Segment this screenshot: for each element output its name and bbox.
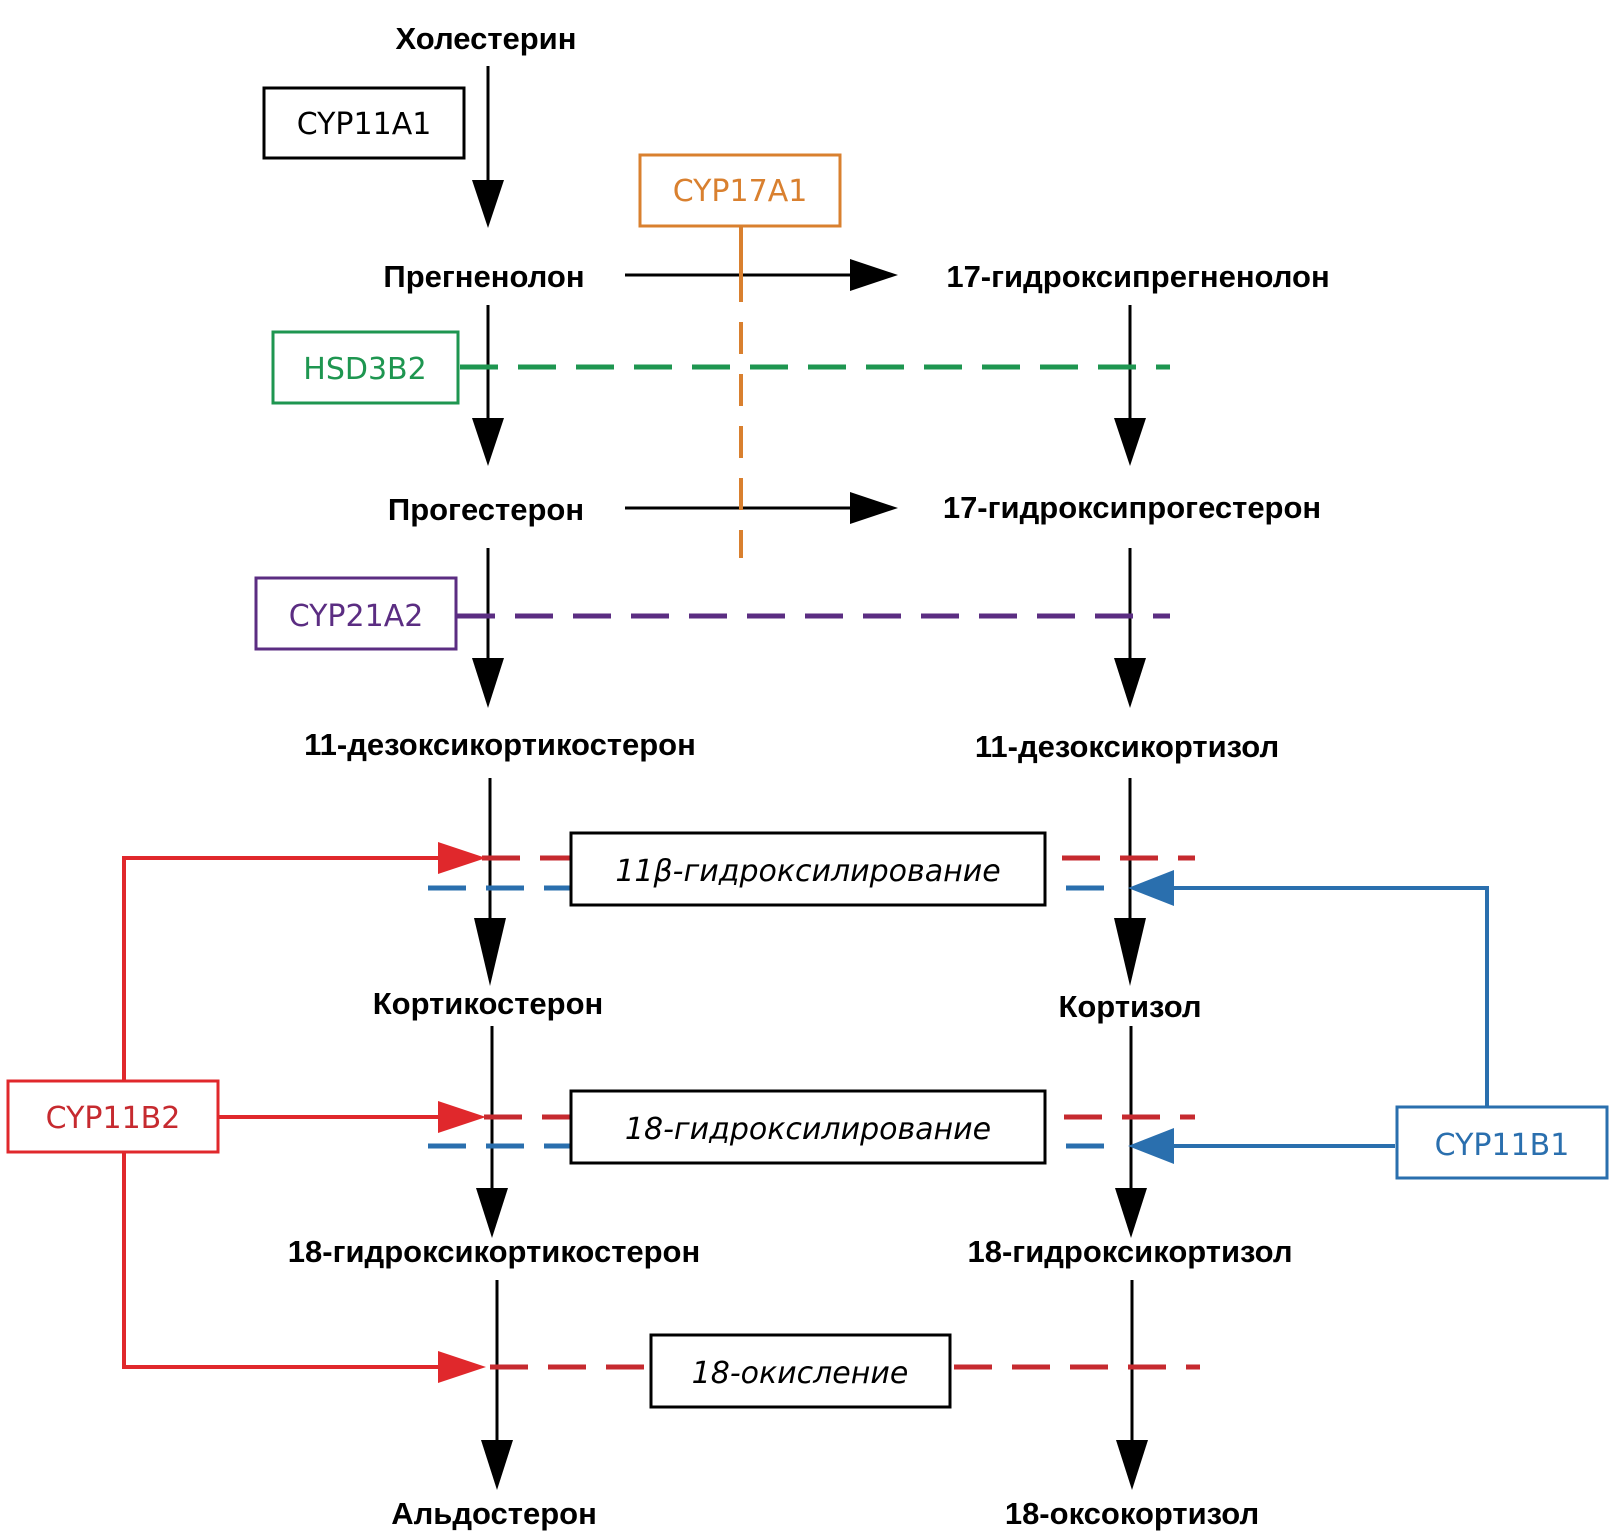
compound-cortisol: Кортизол [1058, 989, 1201, 1024]
process-18-hydroxylation: 18-гидроксилирование [569, 1089, 1047, 1165]
enzyme-cyp11a1: CYP11A1 [262, 86, 466, 160]
arrowhead-icon [850, 259, 898, 291]
arrowhead-icon [472, 180, 504, 228]
svg-text:CYP11B2: CYP11B2 [46, 1101, 181, 1136]
compound-labels: Холестерин Прегненолон 17-гидроксипрегне… [288, 21, 1330, 1531]
process-11b-hydroxylation: 11β-гидроксилирование [569, 831, 1047, 907]
enzyme-cyp11b1: CYP11B1 [1395, 1105, 1609, 1180]
enzyme-cyp11b2: CYP11B2 [6, 1079, 220, 1154]
process-18-oxidation: 18-окисление [649, 1333, 952, 1409]
compound-18-oxocortisol: 18-оксокортизол [1005, 1496, 1259, 1531]
arrowhead-icon [474, 918, 506, 986]
arrowhead-icon [438, 842, 486, 874]
enzyme-hsd3b2: HSD3B2 [271, 330, 460, 405]
cyp11b2-connectors [122, 856, 440, 1369]
compound-aldosterone: Альдостерон [391, 1496, 597, 1531]
compound-11-deoxycortisol: 11-дезоксикортизол [975, 729, 1279, 764]
arrowhead-icon [1116, 1440, 1148, 1490]
arrowhead-icon [472, 658, 504, 708]
arrowhead-icon [850, 492, 898, 524]
arrowhead-icon [476, 1188, 508, 1238]
svg-text:CYP11B1: CYP11B1 [1435, 1128, 1570, 1163]
compound-cholesterol: Холестерин [396, 21, 577, 56]
svg-text:CYP21A2: CYP21A2 [289, 599, 424, 634]
arrowhead-icon [1114, 918, 1146, 986]
arrowhead-icon [438, 1351, 486, 1383]
cyp11b1-arrowheads [1128, 870, 1174, 1164]
arrowhead-icon [1128, 870, 1174, 906]
arrowhead-icon [438, 1101, 486, 1133]
compound-18-hydroxycortisol: 18-гидроксикортизол [967, 1234, 1292, 1269]
arrowhead-icon [1115, 1188, 1147, 1238]
svg-text:CYP17A1: CYP17A1 [673, 174, 808, 209]
compound-pregnenolone: Прегненолон [383, 259, 584, 294]
cyp11b1-connectors [1170, 886, 1489, 1148]
arrowhead-icon [1128, 1128, 1174, 1164]
compound-corticosterone: Кортикостерон [373, 986, 604, 1021]
compound-progesterone: Прогестерон [388, 492, 584, 527]
enzyme-cyp17a1: CYP17A1 [638, 153, 842, 228]
compound-11-deoxycorticosterone: 11-дезоксикортикостерон [304, 727, 696, 762]
enzyme-lines [428, 226, 1200, 1370]
enzyme-cyp21a2: CYP21A2 [254, 576, 458, 651]
arrowhead-icon [472, 418, 504, 466]
compound-18-hydroxycorticosterone: 18-гидроксикортикостерон [288, 1234, 700, 1269]
arrowhead-icon [1114, 658, 1146, 708]
svg-text:CYP11A1: CYP11A1 [297, 107, 432, 142]
svg-text:HSD3B2: HSD3B2 [303, 352, 426, 387]
svg-text:11β-гидроксилирование: 11β-гидроксилирование [615, 854, 1000, 889]
arrowhead-icon [481, 1440, 513, 1490]
compound-17-hydroxyprogesterone: 17-гидроксипрогестерон [943, 490, 1321, 525]
cyp11b2-arrowheads [438, 842, 486, 1383]
compound-17-hydroxypregnenolone: 17-гидроксипрегненолон [946, 259, 1329, 294]
arrowhead-icon [1114, 418, 1146, 466]
svg-text:18-окисление: 18-окисление [692, 1356, 909, 1391]
svg-text:18-гидроксилирование: 18-гидроксилирование [625, 1112, 991, 1147]
